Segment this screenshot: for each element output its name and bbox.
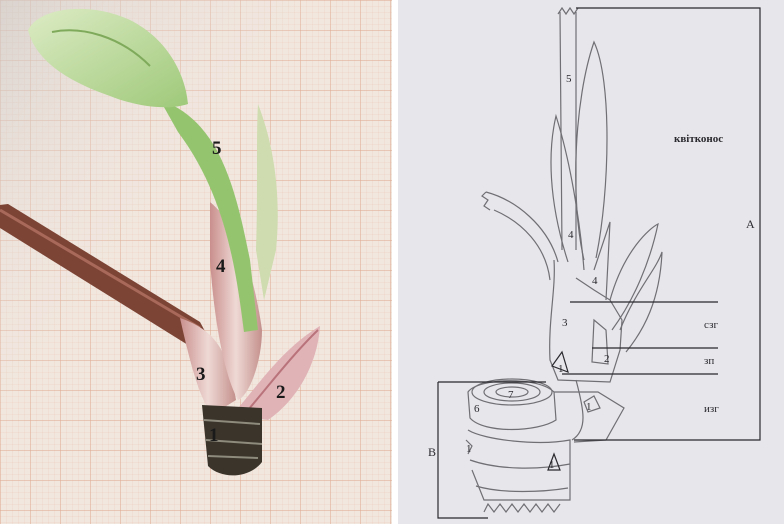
diagram-label-3: 3 bbox=[562, 317, 568, 329]
annotation-zp: зп bbox=[704, 355, 714, 367]
diagram-label-5: 5 bbox=[566, 73, 572, 85]
photo-label-2: 2 bbox=[276, 382, 286, 403]
diagram-label-1-side: 1 bbox=[466, 443, 472, 455]
annotation-B: B bbox=[428, 445, 436, 459]
photo-label-3: 3 bbox=[196, 364, 206, 385]
photo-label-5: 5 bbox=[212, 138, 222, 159]
diagram-label-7: 7 bbox=[508, 389, 514, 401]
plant-diagram-canvas: 5 4 4 3 2 1 1 1 1 6 7 квітконос сзг зп и… bbox=[398, 0, 784, 524]
diagram-label-6: 6 bbox=[474, 403, 480, 415]
annotation-flower-stalk: квітконос bbox=[674, 133, 723, 145]
diagram-label-1-top: 1 bbox=[558, 363, 564, 375]
diagram-label-2: 2 bbox=[604, 353, 610, 365]
diagram-label-4-upper: 4 bbox=[568, 229, 574, 241]
plant-diagram: 5 4 4 3 2 1 1 1 1 6 7 квітконос сзг зп и… bbox=[398, 0, 784, 524]
photo-label-4: 4 bbox=[216, 256, 226, 277]
annotation-A: A bbox=[746, 217, 755, 231]
annotation-izg: изг bbox=[704, 403, 719, 415]
photo-label-1: 1 bbox=[209, 425, 219, 446]
diagram-label-1-bottom: 1 bbox=[549, 459, 555, 471]
diagram-label-1-right: 1 bbox=[586, 401, 592, 413]
plant-photo: 5 4 3 2 1 bbox=[0, 0, 392, 524]
annotation-szg: сзг bbox=[704, 319, 719, 331]
diagram-label-4-lower: 4 bbox=[592, 275, 598, 287]
plant-photo-canvas: 5 4 3 2 1 bbox=[0, 0, 392, 524]
